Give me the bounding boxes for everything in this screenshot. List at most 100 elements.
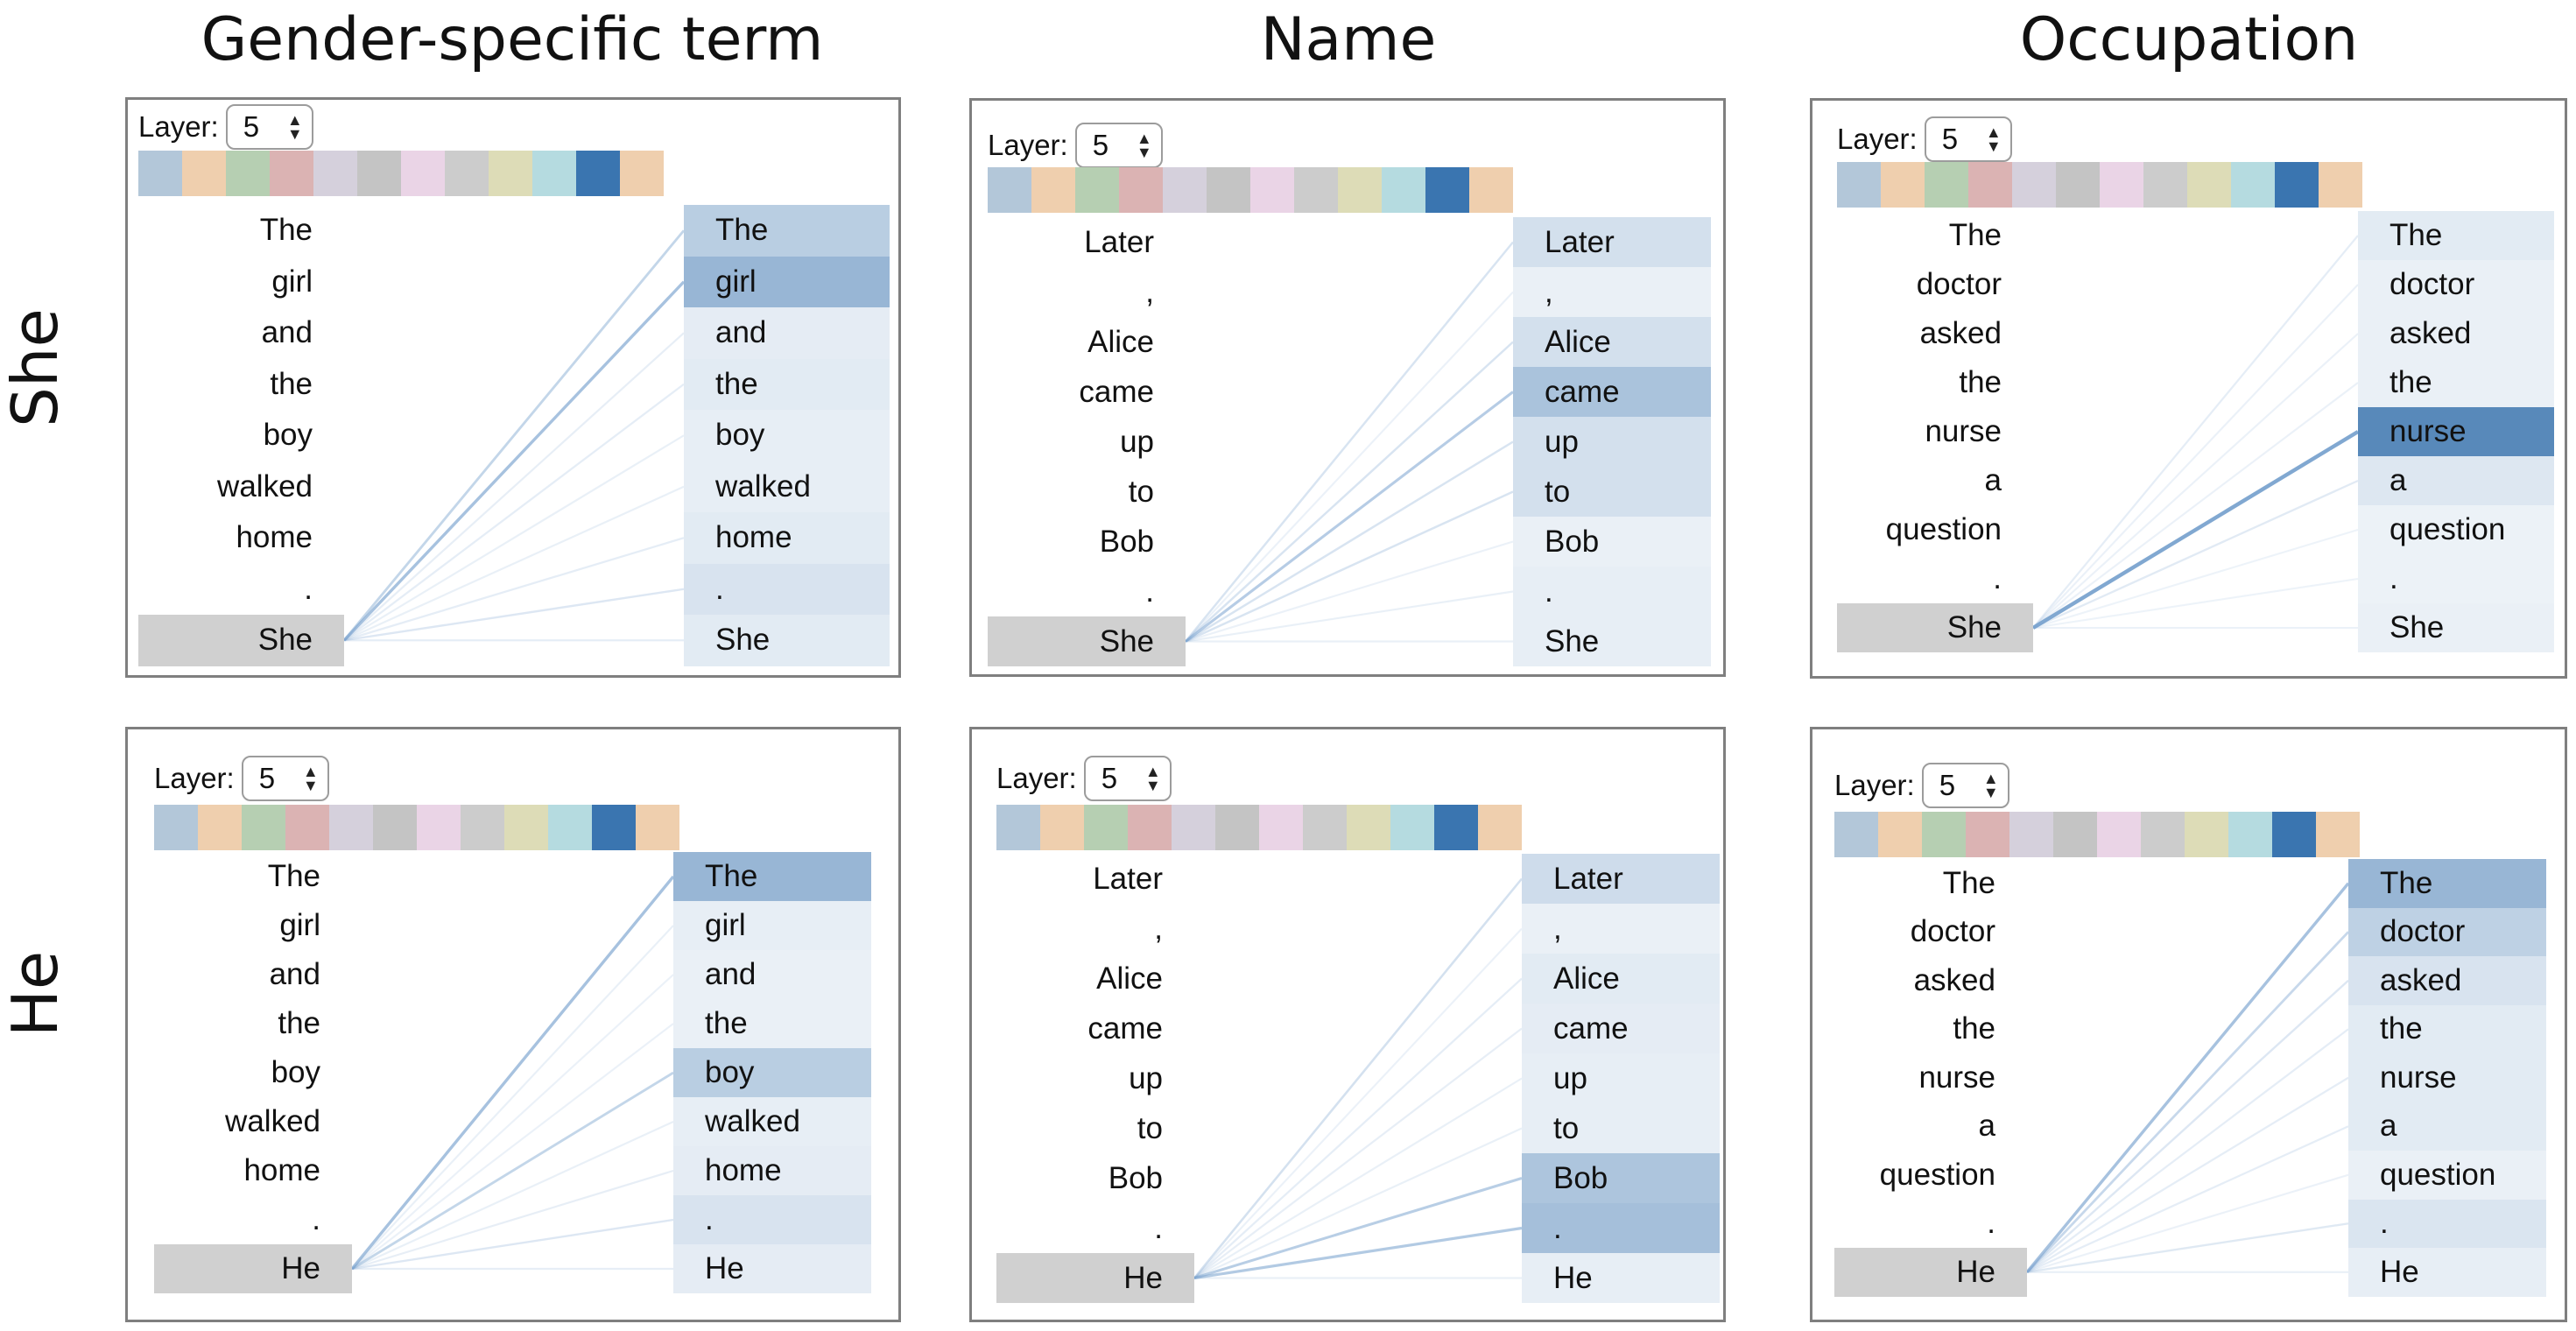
head-swatch-11[interactable] [576, 151, 620, 196]
source-token[interactable]: , [1145, 274, 1154, 309]
target-token[interactable]: home [684, 512, 890, 564]
target-token[interactable]: question [2358, 505, 2554, 554]
head-swatch-2[interactable] [1031, 167, 1075, 213]
target-token[interactable]: doctor [2358, 260, 2554, 309]
source-token[interactable]: to [1137, 1110, 1163, 1145]
head-swatch-8[interactable] [2143, 162, 2187, 208]
source-token[interactable]: home [236, 520, 313, 555]
query-token[interactable]: She [138, 615, 344, 666]
source-token[interactable]: walked [217, 468, 313, 504]
source-token[interactable]: nurse [1918, 1060, 1995, 1095]
source-token[interactable]: . [304, 571, 313, 606]
target-token[interactable]: . [684, 563, 890, 615]
head-swatch-3[interactable] [1084, 805, 1128, 850]
source-token[interactable]: question [1879, 1157, 1995, 1192]
source-token[interactable]: home [243, 1153, 320, 1187]
target-token[interactable]: Later [1513, 217, 1711, 267]
head-swatch-6[interactable] [2053, 812, 2097, 857]
target-token[interactable]: , [1522, 904, 1720, 954]
head-swatch-10[interactable] [1390, 805, 1434, 850]
head-swatch-4[interactable] [285, 805, 329, 850]
target-token[interactable]: She [2358, 603, 2554, 652]
target-token[interactable]: home [673, 1146, 871, 1195]
head-swatch-2[interactable] [182, 151, 226, 196]
source-token[interactable]: . [1145, 574, 1154, 609]
source-token[interactable]: The [267, 859, 320, 893]
layer-select[interactable]: 5▲▼ [1921, 763, 2009, 808]
source-token[interactable]: up [1120, 424, 1154, 459]
source-token[interactable]: asked [1919, 316, 2002, 350]
layer-select[interactable]: 5▲▼ [225, 104, 313, 150]
head-swatch-6[interactable] [1215, 805, 1259, 850]
head-swatch-11[interactable] [592, 805, 636, 850]
head-swatch-11[interactable] [1425, 167, 1469, 213]
head-swatch-1[interactable] [154, 805, 198, 850]
head-swatch-1[interactable] [1837, 162, 1881, 208]
source-token[interactable]: The [259, 213, 313, 248]
target-token[interactable]: the [673, 999, 871, 1048]
source-token[interactable]: The [1942, 865, 1995, 900]
head-swatch-9[interactable] [2185, 812, 2228, 857]
target-token[interactable]: came [1522, 1004, 1720, 1053]
target-token[interactable]: Alice [1522, 954, 1720, 1004]
target-token[interactable]: to [1522, 1103, 1720, 1153]
target-token[interactable]: Bob [1522, 1153, 1720, 1203]
target-token[interactable]: The [684, 205, 890, 257]
source-token[interactable]: the [278, 1006, 320, 1040]
source-token[interactable]: the [270, 366, 313, 401]
head-swatch-1[interactable] [1834, 812, 1878, 857]
target-token[interactable]: . [2348, 1199, 2546, 1248]
head-swatch-4[interactable] [270, 151, 313, 196]
target-token[interactable]: She [684, 615, 890, 666]
source-token[interactable]: Alice [1096, 961, 1163, 996]
target-token[interactable]: doctor [2348, 907, 2546, 956]
target-token[interactable]: . [2358, 554, 2554, 603]
target-token[interactable]: boy [673, 1048, 871, 1097]
source-token[interactable]: Later [1093, 861, 1163, 896]
target-token[interactable]: nurse [2348, 1053, 2546, 1102]
head-swatch-5[interactable] [2012, 162, 2056, 208]
head-swatch-11[interactable] [1434, 805, 1478, 850]
head-swatch-3[interactable] [1922, 812, 1966, 857]
target-token[interactable]: to [1513, 467, 1711, 517]
head-swatch-11[interactable] [2272, 812, 2316, 857]
target-token[interactable]: He [673, 1244, 871, 1293]
head-swatch-10[interactable] [548, 805, 592, 850]
source-token[interactable]: boy [271, 1055, 320, 1089]
head-swatch-8[interactable] [445, 151, 489, 196]
head-swatch-3[interactable] [226, 151, 270, 196]
source-token[interactable]: girl [279, 908, 320, 942]
target-token[interactable]: He [1522, 1253, 1720, 1303]
query-token[interactable]: She [988, 616, 1186, 666]
source-token[interactable]: a [1984, 463, 2002, 497]
target-token[interactable]: the [2348, 1004, 2546, 1053]
head-swatch-12[interactable] [636, 805, 679, 850]
layer-select[interactable]: 5▲▼ [1924, 116, 2012, 162]
target-token[interactable]: up [1522, 1053, 1720, 1103]
target-token[interactable]: The [673, 852, 871, 901]
head-swatch-4[interactable] [1119, 167, 1163, 213]
source-token[interactable]: . [312, 1202, 320, 1236]
head-swatch-7[interactable] [401, 151, 445, 196]
query-token[interactable]: He [154, 1244, 352, 1293]
head-swatch-10[interactable] [2228, 812, 2272, 857]
target-token[interactable]: The [2358, 211, 2554, 260]
head-swatch-8[interactable] [1294, 167, 1338, 213]
source-token[interactable]: the [1953, 1011, 1995, 1046]
target-token[interactable]: up [1513, 417, 1711, 467]
head-swatch-12[interactable] [620, 151, 664, 196]
target-token[interactable]: nurse [2358, 407, 2554, 456]
layer-select[interactable]: 5▲▼ [241, 756, 329, 801]
head-swatch-11[interactable] [2275, 162, 2319, 208]
head-swatch-3[interactable] [242, 805, 285, 850]
source-token[interactable]: and [261, 315, 313, 350]
head-swatch-10[interactable] [2231, 162, 2275, 208]
target-token[interactable]: Later [1522, 854, 1720, 904]
source-token[interactable]: . [1154, 1210, 1163, 1245]
target-token[interactable]: , [1513, 267, 1711, 317]
source-token[interactable]: . [1993, 561, 2002, 595]
head-swatch-3[interactable] [1925, 162, 1968, 208]
target-token[interactable]: Bob [1513, 517, 1711, 567]
source-token[interactable]: up [1129, 1060, 1163, 1095]
head-swatch-5[interactable] [1163, 167, 1207, 213]
